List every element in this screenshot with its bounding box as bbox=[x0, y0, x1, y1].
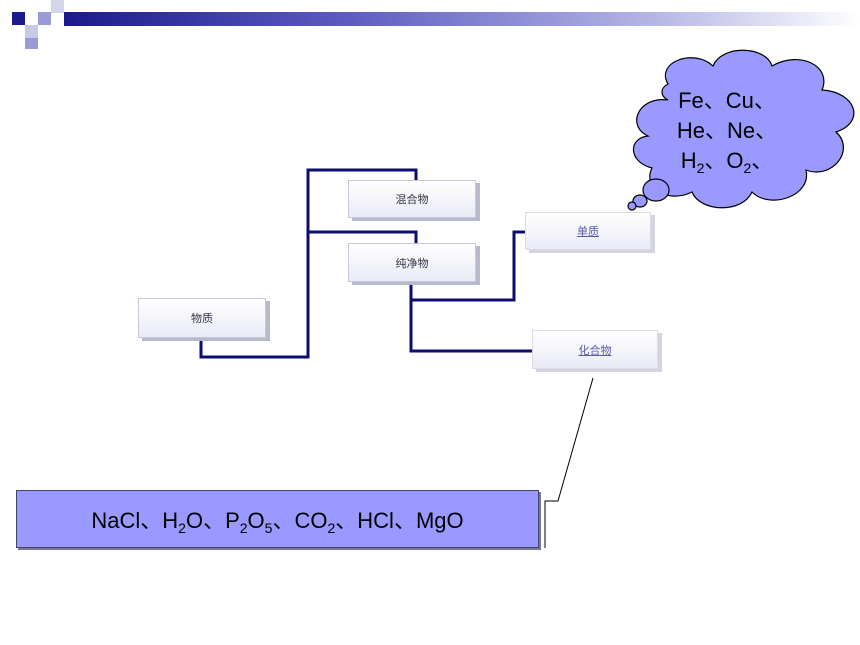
node-root-substance: 物质 bbox=[138, 298, 266, 338]
node-label: 纯净物 bbox=[395, 256, 429, 270]
connector-pure bbox=[308, 230, 418, 243]
compound-examples-box: NaCl、H2O、P2O5、CO2、HCl、MgO bbox=[16, 490, 539, 548]
element-examples-text: Fe、Cu、 He、Ne、 H2、O2、 bbox=[652, 86, 802, 176]
header-square-gray bbox=[51, 0, 64, 13]
compound-link[interactable]: 化合物 bbox=[578, 343, 612, 357]
header-square-dark bbox=[12, 12, 25, 25]
node-pure-substance: 纯净物 bbox=[348, 243, 476, 282]
header-square-light bbox=[25, 25, 38, 38]
header-square-small bbox=[25, 38, 38, 49]
node-mixture: 混合物 bbox=[348, 180, 476, 218]
connector-root bbox=[199, 168, 418, 359]
node-compound[interactable]: 化合物 bbox=[532, 330, 658, 369]
compound-examples-text: NaCl、H2O、P2O5、CO2、HCl、MgO bbox=[91, 508, 464, 536]
element-examples-line3: H2、O2、 bbox=[680, 148, 774, 176]
element-examples-line2: He、Ne、 bbox=[676, 118, 778, 143]
header-gradient-bar bbox=[64, 12, 860, 26]
element-examples-line1: Fe、Cu、 bbox=[678, 88, 776, 113]
compound-callout-line bbox=[544, 377, 594, 548]
header-square-mid bbox=[38, 12, 51, 25]
node-label: 混合物 bbox=[395, 193, 429, 206]
connector-compound bbox=[409, 300, 532, 353]
element-link[interactable]: 单质 bbox=[577, 225, 599, 238]
node-element[interactable]: 单质 bbox=[525, 212, 651, 250]
thought-cloud bbox=[627, 49, 855, 211]
node-label: 物质 bbox=[191, 312, 213, 325]
connector-element bbox=[409, 230, 525, 302]
